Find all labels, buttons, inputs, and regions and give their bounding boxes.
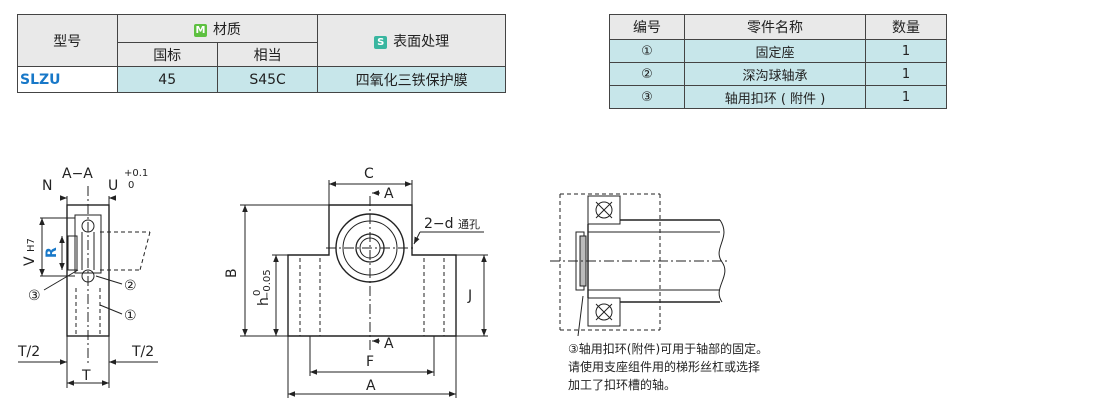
part-qty: 1 xyxy=(865,39,947,63)
parts-table: 编号 零件名称 数量 ① 固定座 1 ② 深沟球轴承 1 ③ 轴用扣环 ( 附件… xyxy=(609,14,947,109)
note-line: 加工了扣环槽的轴。 xyxy=(568,378,677,392)
h-label: h xyxy=(256,297,272,306)
a-label: A xyxy=(366,378,376,394)
hole-label: 2−d xyxy=(424,216,454,232)
a-mark-bottom: A xyxy=(384,336,394,352)
part-no: ① xyxy=(609,39,685,63)
v-label: V xyxy=(22,256,38,266)
sub-equivalent-header: 相当 xyxy=(216,42,319,67)
a-mark-top: A xyxy=(384,186,394,202)
sub-standard-header: 国标 xyxy=(116,42,218,67)
material-badge-icon: M xyxy=(193,23,207,37)
parts-header-no: 编号 xyxy=(609,14,685,40)
part-name: 轴用扣环 ( 附件 ) xyxy=(684,85,866,109)
u-tol-upper: +0.1 xyxy=(124,168,148,179)
f-label: F xyxy=(366,354,374,370)
u-label: U xyxy=(108,178,118,194)
part-no: ③ xyxy=(609,85,685,109)
table-row: ② 深沟球轴承 1 xyxy=(609,62,947,86)
b-label: B xyxy=(224,268,240,278)
surface-badge-icon: S xyxy=(374,35,388,49)
part-qty: 1 xyxy=(865,85,947,109)
n-label: N xyxy=(42,178,52,194)
u-tol-lower: 0 xyxy=(128,180,134,191)
front-view xyxy=(240,180,488,398)
t-label: T xyxy=(81,368,91,384)
surface-cell: 四氧化三铁保护膜 xyxy=(317,66,506,93)
part-name: 固定座 xyxy=(684,39,866,63)
callout-1: ① xyxy=(124,308,137,324)
assembly-note: ③轴用扣环(附件)可用于轴部的固定。 请使用支座组件用的梯形丝杠或选择 加工了扣… xyxy=(568,340,768,394)
c-label: C xyxy=(364,166,374,182)
v-tol: H7 xyxy=(26,238,37,252)
equivalent-cell: S45C xyxy=(216,66,319,93)
note-line: ③轴用扣环(附件)可用于轴部的固定。 xyxy=(568,342,769,356)
col-model-header: 型号 xyxy=(17,14,118,67)
section-view xyxy=(18,186,158,388)
section-label: A−A xyxy=(62,166,93,182)
assembly-detail xyxy=(550,193,730,337)
t-half-right: T/2 xyxy=(131,344,154,360)
table-row: ① 固定座 1 xyxy=(609,39,947,63)
j-label: J xyxy=(467,288,472,304)
model-cell: SLZU xyxy=(17,66,118,93)
note-line: 请使用支座组件用的梯形丝杠或选择 xyxy=(568,360,761,374)
hole-type: 通孔 xyxy=(458,218,480,231)
callout-2: ② xyxy=(124,278,137,294)
standard-cell: 45 xyxy=(116,66,218,93)
table-row: ③ 轴用扣环 ( 附件 ) 1 xyxy=(609,85,947,109)
callout-3: ③ xyxy=(28,288,41,304)
r-label: R xyxy=(44,247,60,258)
h-tol-upper: 0 xyxy=(252,290,263,296)
part-qty: 1 xyxy=(865,62,947,86)
parts-header-qty: 数量 xyxy=(865,14,947,40)
h-tol-lower: −0.05 xyxy=(262,269,273,300)
t-half-left: T/2 xyxy=(17,344,40,360)
